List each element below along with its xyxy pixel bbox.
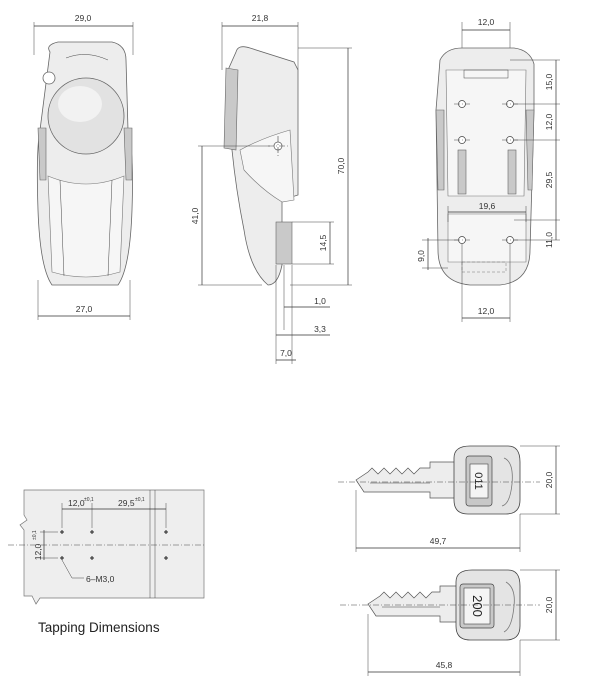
side-dim-top: 21,8 (252, 13, 269, 23)
tap-dim-vert: 12,0 (33, 543, 43, 560)
front-view: 29,0 27,0 (33, 13, 134, 320)
tap-dim-vert-tol: ±0,1 (32, 530, 38, 540)
key-2-length: 45,8 (436, 660, 453, 670)
side-view: 21,8 70,0 41,0 14,5 1,0 3,3 7,0 (190, 13, 352, 364)
tap-dim-span: 29,5 (118, 498, 135, 508)
key-2-number: 200 (470, 595, 485, 617)
rear-dim-bottom: 12,0 (478, 306, 495, 316)
rear-dim-r4: 11,0 (544, 232, 554, 248)
side-dim-a: 1,0 (314, 296, 326, 306)
tap-thread-note: 6–M3,0 (86, 574, 115, 584)
key-2-height: 20,0 (544, 596, 554, 613)
key-1-height: 20,0 (544, 471, 554, 488)
key-1: 011 20,0 49,7 (338, 445, 560, 552)
rear-dim-r1: 15,0 (544, 73, 554, 90)
rear-view: 12,0 15,0 12,0 29,5 19,6 (416, 17, 560, 322)
rear-dim-r2: 12,0 (544, 113, 554, 130)
tap-dim-pitch-tol: ±0,1 (84, 497, 94, 503)
tapping-caption: Tapping Dimensions (38, 620, 160, 635)
rear-dim-r3: 29,5 (544, 171, 554, 188)
key-1-length: 49,7 (430, 536, 447, 546)
side-dim-c: 7,0 (280, 348, 292, 358)
key-1-number: 011 (472, 472, 484, 490)
tap-dim-pitch: 12,0 (68, 498, 85, 508)
side-dim-latch: 14,5 (318, 234, 328, 251)
key-2: 200 20,0 45,8 (340, 569, 560, 676)
rear-dim-left: 9,0 (416, 250, 426, 262)
tap-dim-span-tol: ±0,1 (135, 497, 145, 503)
front-dim-bottom: 27,0 (76, 304, 93, 314)
side-dim-height: 70,0 (336, 157, 346, 174)
front-dim-top: 29,0 (75, 13, 92, 23)
rear-dim-width: 19,6 (479, 201, 496, 211)
side-dim-b: 3,3 (314, 324, 326, 334)
tapping-dimensions: 12,0 ±0,1 29,5 ±0,1 12,0 ±0,1 6–M3,0 Tap… (8, 489, 206, 635)
rear-dim-top: 12,0 (478, 17, 495, 27)
side-dim-pivot: 41,0 (190, 207, 200, 224)
